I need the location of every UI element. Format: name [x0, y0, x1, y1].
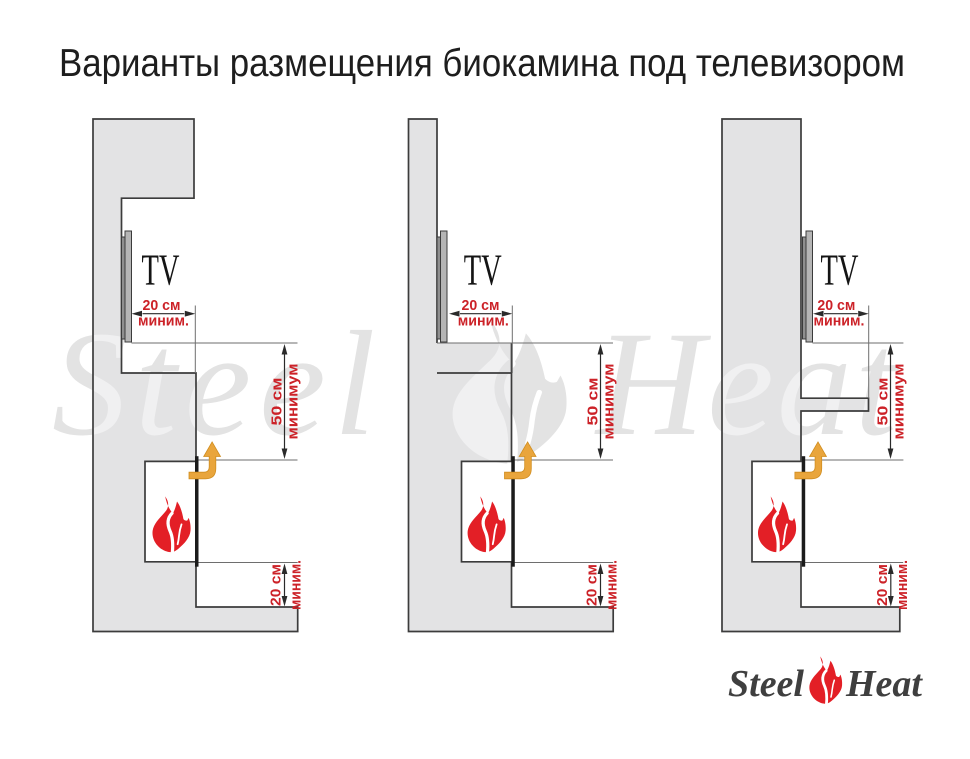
- svg-text:минимум: минимум: [891, 364, 908, 440]
- svg-text:Steel: Steel: [728, 663, 804, 705]
- svg-text:миним.: миним.: [288, 560, 305, 610]
- svg-text:минимум: минимум: [285, 364, 302, 440]
- svg-text:Варианты размещения биокамина: Варианты размещения биокамина под телеви…: [59, 42, 905, 85]
- svg-text:20 см: 20 см: [874, 564, 891, 606]
- svg-text:Steel: Steel: [52, 301, 384, 467]
- svg-text:TV: TV: [821, 246, 859, 295]
- svg-text:20 см: 20 см: [143, 297, 181, 314]
- svg-text:миним.: миним.: [814, 313, 865, 330]
- svg-text:50 см: 50 см: [585, 378, 602, 426]
- svg-text:миним.: миним.: [894, 560, 911, 610]
- svg-text:20 см: 20 см: [268, 564, 285, 606]
- svg-text:Heat: Heat: [845, 663, 923, 705]
- svg-text:20 см: 20 см: [462, 297, 500, 314]
- svg-text:TV: TV: [464, 246, 502, 295]
- svg-text:20 см: 20 см: [817, 297, 855, 314]
- svg-text:миним.: миним.: [604, 560, 621, 610]
- svg-text:TV: TV: [142, 246, 180, 295]
- svg-text:минимум: минимум: [601, 364, 618, 440]
- svg-text:20 см: 20 см: [584, 564, 601, 606]
- svg-text:50 см: 50 см: [269, 378, 286, 426]
- svg-text:миним.: миним.: [458, 313, 509, 330]
- svg-text:Heat: Heat: [594, 301, 900, 467]
- svg-text:50 см: 50 см: [875, 378, 892, 426]
- svg-text:миним.: миним.: [138, 313, 189, 330]
